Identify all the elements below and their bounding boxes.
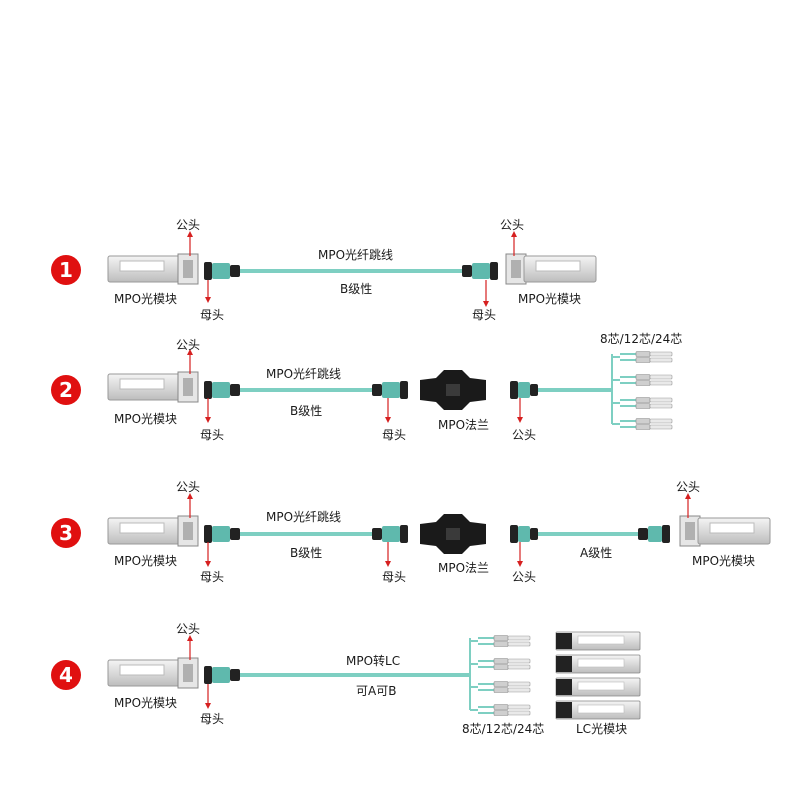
cable-grade-label: 可A可B xyxy=(356,684,397,698)
step-badge-3: 3 xyxy=(51,518,81,548)
lc-connector xyxy=(620,374,673,386)
male-head-label: 公头 xyxy=(176,218,201,232)
module-label: MPO光模块 xyxy=(114,554,178,568)
female-head-label: 母头 xyxy=(200,712,225,726)
module-label: MPO光模块 xyxy=(114,292,178,306)
fanout-label: 8芯/12芯/24芯 xyxy=(462,722,545,736)
lc-connector xyxy=(478,635,531,647)
mpo-module-left-4 xyxy=(107,657,199,689)
mpo-module-left-1 xyxy=(107,253,199,285)
mpo-female-connector-right-2 xyxy=(372,381,408,399)
lc-module xyxy=(555,631,641,651)
mpo-module-left-2 xyxy=(107,371,199,403)
mpo-female-connector-left-1 xyxy=(204,262,240,280)
lc-connector xyxy=(620,418,673,430)
male-head-label: 公头 xyxy=(176,338,201,352)
fiber-fanout-2 xyxy=(538,354,613,424)
step-badge-4: 4 xyxy=(51,660,81,690)
mpo-male-connector-3 xyxy=(510,525,538,543)
lc-module xyxy=(555,677,641,697)
module-label: MPO光模块 xyxy=(114,412,178,426)
cable-grade-label-right: A级性 xyxy=(580,546,613,560)
female-head-label-right: 母头 xyxy=(382,570,407,584)
mpo-module-left-3 xyxy=(107,515,199,547)
lc-module xyxy=(555,654,641,674)
lc-modules-4 xyxy=(555,631,641,720)
female-head-label: 母头 xyxy=(200,428,225,442)
mpo-flange-3 xyxy=(420,514,486,554)
female-head-label: 母头 xyxy=(200,308,225,322)
cable-name-label: MPO光纤跳线 xyxy=(266,510,342,524)
male-head-label: 公头 xyxy=(176,480,201,494)
male-head-label-right: 公头 xyxy=(512,428,537,442)
lc-connector xyxy=(478,704,531,716)
flange-label: MPO法兰 xyxy=(438,418,490,432)
module-label-right: MPO光模块 xyxy=(518,292,582,306)
mpo-female-connector-left-4 xyxy=(204,666,240,684)
row-1 xyxy=(107,231,597,307)
fanout-label: 8芯/12芯/24芯 xyxy=(600,332,683,346)
flange-label: MPO法兰 xyxy=(438,561,490,575)
step-badge-2: 2 xyxy=(51,375,81,405)
cable-grade-label: B级性 xyxy=(290,546,323,560)
mpo-female-connector-right-3 xyxy=(372,525,408,543)
module-label: MPO光模块 xyxy=(114,696,178,710)
mpo-female-connector-left-2 xyxy=(204,381,240,399)
lc-connector xyxy=(620,351,673,363)
lc-module xyxy=(555,700,641,720)
male-head-label-right: 公头 xyxy=(512,570,537,584)
cable-grade-label: B级性 xyxy=(290,404,323,418)
female-head-label: 母头 xyxy=(200,570,225,584)
mpo-female-connector-far-3 xyxy=(638,525,670,543)
female-head-label-right: 母头 xyxy=(472,308,497,322)
cable-name-label: MPO光纤跳线 xyxy=(266,367,342,381)
mpo-female-connector-right-1 xyxy=(462,262,498,280)
lc-module-label: LC光模块 xyxy=(576,722,628,736)
male-head-label-right: 公头 xyxy=(500,218,525,232)
mpo-module-right-3 xyxy=(679,515,771,547)
lc-connectors-4 xyxy=(470,635,531,716)
module-label-right: MPO光模块 xyxy=(692,554,756,568)
row-3 xyxy=(107,493,771,567)
lc-connector xyxy=(478,681,531,693)
step-badge-1: 1 xyxy=(51,255,81,285)
mpo-flange-2 xyxy=(420,370,486,410)
mpo-module-right-1 xyxy=(505,253,597,285)
female-head-label-right: 母头 xyxy=(382,428,407,442)
mpo-male-connector-2 xyxy=(510,381,538,399)
cable-name-label: MPO光纤跳线 xyxy=(318,248,394,262)
lc-connector xyxy=(478,658,531,670)
male-head-label: 公头 xyxy=(176,622,201,636)
cable-grade-label: B级性 xyxy=(340,282,373,296)
cable-name-label: MPO转LC xyxy=(346,654,401,668)
row-4 xyxy=(107,631,641,720)
fiber-fanout-4 xyxy=(240,638,471,710)
lc-connectors-2 xyxy=(612,351,673,430)
row-2 xyxy=(107,349,673,430)
mpo-female-connector-left-3 xyxy=(204,525,240,543)
male-head-label-far: 公头 xyxy=(676,480,701,494)
lc-connector xyxy=(620,397,673,409)
